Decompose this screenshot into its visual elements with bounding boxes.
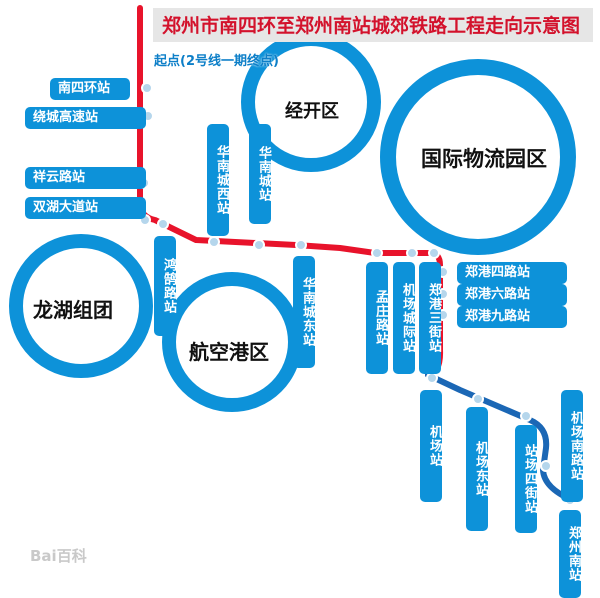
wuliu-ring xyxy=(380,59,576,255)
station-label-zz-nan: 郑州南站 xyxy=(559,510,581,598)
area-label-jingkai: 经开区 xyxy=(285,101,339,122)
station-marker-zhanchang4 xyxy=(520,410,532,422)
station-label-raocheng: 绕城高速站 xyxy=(25,107,146,129)
station-label-zhanchang4: 站场四街站 xyxy=(515,425,537,533)
station-marker-hongge xyxy=(157,218,169,230)
blue-line xyxy=(425,372,575,503)
station-marker-huanan-dong xyxy=(295,239,307,251)
station-label-jichang-dong: 机场东站 xyxy=(466,407,488,531)
station-label-gang9: 郑港九路站 xyxy=(457,306,567,328)
station-marker-huanan-xi xyxy=(208,236,220,248)
station-label-hongge: 鸿鹄路站 xyxy=(154,236,176,336)
station-label-huanan-xi: 华南城西站 xyxy=(207,124,229,236)
station-label-mengzhuang: 孟庄路站 xyxy=(366,262,388,374)
watermark: Bai百科 xyxy=(30,547,87,565)
station-marker-huanan xyxy=(253,239,265,251)
station-label-xiangyun: 祥云路站 xyxy=(25,167,146,189)
longhu-ring xyxy=(9,234,153,378)
station-label-huanan-dong: 华南城东站 xyxy=(293,256,315,368)
station-marker-nansihuan xyxy=(141,82,153,94)
station-label-jichang: 机场站 xyxy=(420,390,442,502)
title-background xyxy=(153,8,593,42)
station-marker-jichang-dong xyxy=(472,393,484,405)
station-label-gang4: 郑港四路站 xyxy=(457,262,567,284)
station-label-gang6: 郑港六路站 xyxy=(457,284,567,306)
area-label-longhu: 龙湖组团 xyxy=(33,298,113,322)
station-marker-mengzhuang xyxy=(371,247,383,259)
station-label-huanan: 华南城站 xyxy=(249,124,271,224)
station-label-jichang-nan: 机场南路站 xyxy=(561,390,583,502)
area-label-hangkong: 航空港区 xyxy=(189,340,269,364)
station-label-gang3: 郑港三街站 xyxy=(419,262,441,374)
station-marker-jichang xyxy=(426,372,438,384)
area-label-wuliu: 国际物流园区 xyxy=(421,147,547,171)
station-marker-jichang-nan xyxy=(540,460,552,472)
station-label-nansihuan: 南四环站 xyxy=(50,78,130,100)
station-marker-jichang-chengji xyxy=(406,247,418,259)
station-marker-gang3 xyxy=(428,247,440,259)
station-label-shuanghu: 双湖大道站 xyxy=(25,197,146,219)
map-title: 郑州市南四环至郑州南站城郊铁路工程走向示意图 xyxy=(162,15,581,37)
station-label-jichang-chengji: 机场城际站 xyxy=(393,262,415,374)
start-point-label: 起点(2号线一期终点) xyxy=(154,54,279,69)
